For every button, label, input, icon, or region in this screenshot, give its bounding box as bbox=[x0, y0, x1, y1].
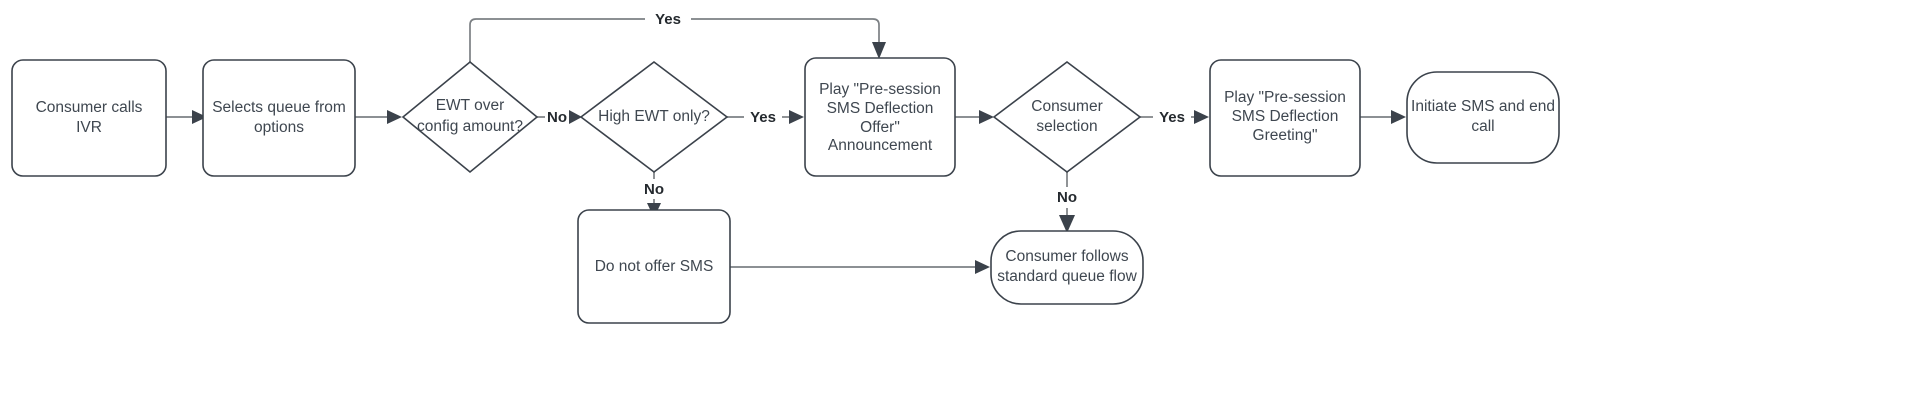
node-label-line-3: Offer" bbox=[860, 119, 900, 136]
node-label-line-1: High EWT only? bbox=[598, 108, 710, 125]
edge-label-backdrop bbox=[1153, 107, 1191, 127]
node-do-not-offer-sms[interactable]: Do not offer SMS bbox=[577, 209, 731, 324]
node-shape-rounded-rect[interactable] bbox=[804, 57, 956, 177]
edge-play-greeting-to-initiate-sms-end-call bbox=[1360, 110, 1406, 124]
node-shape-stadium[interactable] bbox=[990, 230, 1144, 305]
node-shape-diamond[interactable] bbox=[579, 60, 729, 174]
node-label-line-1: Selects queue from bbox=[212, 99, 346, 116]
node-consumer-calls-ivr[interactable]: Consumer calls IVR bbox=[11, 59, 167, 177]
edge-selects-queue-to-ewt-over-config bbox=[355, 110, 402, 124]
edge-consumer-selection-yes-to-play-greeting: Yes bbox=[1140, 107, 1209, 127]
edge-arrowhead bbox=[1059, 215, 1075, 233]
node-label-line-1: Consumer follows bbox=[1005, 248, 1128, 265]
node-play-greeting[interactable]: Play "Pre-session SMS Deflection Greetin… bbox=[1209, 59, 1361, 177]
edge-label-no: No bbox=[547, 109, 567, 126]
node-label-line-2: standard queue flow bbox=[997, 268, 1137, 285]
node-ewt-over-config[interactable]: EWT over config amount? bbox=[401, 60, 539, 174]
node-label-line-2: config amount? bbox=[417, 118, 523, 135]
edge-label-backdrop bbox=[1052, 187, 1082, 208]
edge-arrowhead bbox=[975, 260, 990, 274]
edge-ewt-over-config-no-to-high-ewt-only: No bbox=[537, 107, 582, 127]
node-label-line-2: call bbox=[1471, 118, 1494, 135]
node-label-line-2: IVR bbox=[76, 119, 102, 136]
edge-arrowhead bbox=[979, 110, 994, 124]
node-high-ewt-only[interactable]: High EWT only? bbox=[579, 60, 729, 174]
node-label-line-2: SMS Deflection bbox=[1232, 108, 1339, 125]
node-shape-diamond[interactable] bbox=[401, 60, 539, 174]
edge-label-backdrop bbox=[640, 179, 668, 199]
edge-arrowhead bbox=[789, 110, 804, 124]
edge-arrowhead bbox=[569, 110, 582, 124]
node-shape-rounded-rect[interactable] bbox=[577, 209, 731, 324]
edge-arrowhead bbox=[1391, 110, 1406, 124]
node-shape-rounded-rect[interactable] bbox=[1209, 59, 1361, 177]
edge-high-ewt-only-yes-to-play-offer-announcement: Yes bbox=[727, 107, 804, 127]
edge-arrowhead bbox=[387, 110, 402, 124]
edge-arrowhead bbox=[1194, 110, 1209, 124]
node-initiate-sms-end-call[interactable]: Initiate SMS and end call bbox=[1406, 71, 1560, 164]
node-label-line-4: Announcement bbox=[828, 137, 933, 154]
node-label-line-1: EWT over bbox=[436, 97, 505, 114]
edge-label-no: No bbox=[644, 181, 664, 198]
edge-ewt-over-config-yes-to-play-offer-announcement: Yes bbox=[469, 9, 886, 63]
edge-consumer-selection-no-to-consumer-follows-standard-queue: No bbox=[1052, 172, 1082, 233]
node-selects-queue[interactable]: Selects queue from options bbox=[202, 59, 356, 177]
edge-consumer-calls-ivr-to-selects-queue bbox=[166, 110, 207, 124]
edge-play-offer-announcement-to-consumer-selection bbox=[955, 110, 994, 124]
edge-label-yes: Yes bbox=[1159, 109, 1185, 126]
node-label-line-3: Greeting" bbox=[1253, 127, 1318, 144]
node-play-offer-announcement[interactable]: Play "Pre-session SMS Deflection Offer" … bbox=[804, 57, 956, 177]
node-consumer-follows-standard-queue[interactable]: Consumer follows standard queue flow bbox=[990, 230, 1144, 305]
node-shape-rounded-rect[interactable] bbox=[202, 59, 356, 177]
edge-do-not-offer-sms-to-consumer-follows-standard-queue bbox=[730, 260, 990, 274]
edge-label-backdrop bbox=[645, 9, 691, 29]
node-consumer-selection[interactable]: Consumer selection bbox=[992, 60, 1142, 174]
node-label-line-2: selection bbox=[1036, 118, 1097, 135]
node-label-line-1: Consumer calls bbox=[36, 99, 143, 116]
node-label-line-1: Play "Pre-session bbox=[1224, 89, 1346, 106]
edge-label-backdrop bbox=[545, 107, 569, 127]
node-label-line-2: options bbox=[254, 119, 304, 136]
edge-arrowhead bbox=[192, 110, 207, 124]
node-shape-diamond[interactable] bbox=[992, 60, 1142, 174]
node-label-line-1: Play "Pre-session bbox=[819, 81, 941, 98]
edge-arrowhead bbox=[872, 42, 886, 59]
node-label-line-2: SMS Deflection bbox=[827, 100, 934, 117]
node-shape-stadium[interactable] bbox=[1406, 71, 1560, 164]
edge-label-yes: Yes bbox=[655, 11, 681, 28]
edge-label-backdrop bbox=[744, 107, 782, 127]
node-label-line-1: Initiate SMS and end bbox=[1411, 98, 1555, 115]
node-label-line-1: Do not offer SMS bbox=[595, 258, 714, 275]
edge-label-yes: Yes bbox=[750, 109, 776, 126]
node-label-line-1: Consumer bbox=[1031, 98, 1103, 115]
edge-label-no: No bbox=[1057, 189, 1077, 206]
node-shape-rounded-rect[interactable] bbox=[11, 59, 167, 177]
